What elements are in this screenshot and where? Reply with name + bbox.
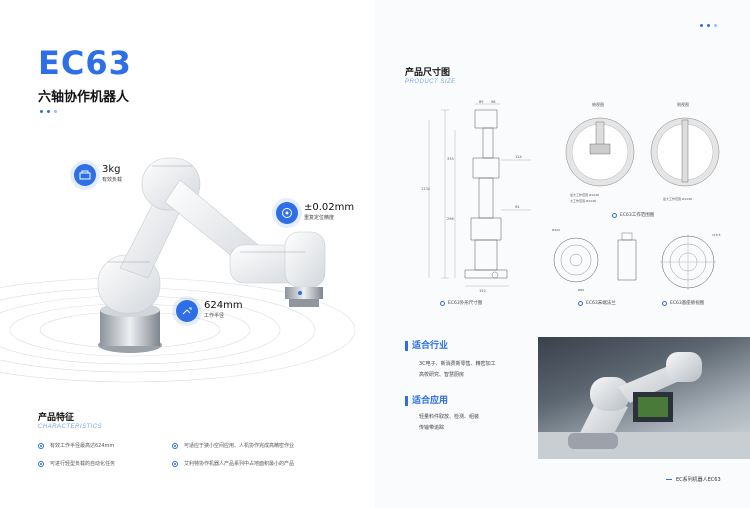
spec-precision-value: ±0.02mm bbox=[304, 202, 355, 213]
dimension-drawing-side: 89 98 335 296 1134 124 94 152 bbox=[421, 100, 531, 293]
svg-text:Ø60: Ø60 bbox=[578, 287, 584, 292]
base-top-view-drawing: 116.5 bbox=[660, 233, 721, 290]
spec-precision-label: 重复定位精度 bbox=[304, 215, 335, 221]
svg-text:124: 124 bbox=[515, 155, 522, 159]
work-range-top-view: 俯视图 最大工作范围 Ø1248 大工作范围 Ø1248 bbox=[565, 101, 635, 203]
feature-item: 可适应于狭小空间应用、人机协作完成高精密作业 bbox=[172, 442, 294, 449]
svg-text:116.5: 116.5 bbox=[712, 233, 721, 237]
product-size-heading: 产品尺寸图 PRODUCT SIZE bbox=[405, 65, 456, 85]
svg-text:最大工作范围 Ø1248: 最大工作范围 Ø1248 bbox=[663, 196, 692, 201]
corner-dots bbox=[700, 24, 717, 27]
reach-icon bbox=[176, 300, 198, 322]
svg-text:94: 94 bbox=[515, 205, 520, 209]
industries-heading: 适合行业 bbox=[405, 338, 533, 351]
applications-heading: 适合应用 bbox=[405, 393, 533, 406]
title-dots bbox=[40, 110, 57, 113]
caption-end-flange: EC63末端法兰 bbox=[578, 300, 616, 306]
svg-text:1134: 1134 bbox=[421, 187, 431, 191]
applications-text: 轻量料件取放、检测、组装 传输带追踪 bbox=[419, 414, 480, 431]
footer-label: EC系列机器人EC63 bbox=[666, 476, 721, 483]
features-subtitle: CHARACTERISTICS bbox=[38, 424, 103, 430]
spec-reach-label: 工作半径 bbox=[204, 313, 225, 319]
caption-work-range: EC63工作范围图 bbox=[612, 212, 654, 218]
robot-arm-illustration bbox=[97, 157, 326, 353]
heading-bar bbox=[405, 395, 408, 406]
svg-text:335: 335 bbox=[447, 157, 454, 161]
bullet-icon bbox=[38, 460, 44, 467]
spec-payload-label: 有效负载 bbox=[102, 177, 123, 183]
product-model: EC63 bbox=[38, 44, 132, 82]
bullet-icon bbox=[172, 442, 178, 449]
industries-text: 3C电子、新消费新零售、精密加工 高校研究、智慧厨房 bbox=[419, 361, 496, 378]
features-section: 产品特征 CHARACTERISTICS bbox=[38, 410, 102, 430]
industry-application-panel: 适合行业 3C电子、新消费新零售、精密加工 高校研究、智慧厨房 适合应用 轻量料… bbox=[405, 338, 533, 460]
payload-icon bbox=[74, 164, 96, 186]
svg-text:俯视图: 俯视图 bbox=[592, 101, 604, 107]
svg-text:Ø100: Ø100 bbox=[552, 227, 560, 232]
svg-text:152: 152 bbox=[479, 289, 486, 293]
feature-item: 可进行轻型负载的自动化任务 bbox=[38, 460, 115, 467]
heading-bar bbox=[405, 340, 408, 351]
svg-text:侧视图: 侧视图 bbox=[677, 101, 689, 107]
features-title: 产品特征 bbox=[38, 413, 75, 423]
product-subtitle: 六轴协作机器人 bbox=[38, 90, 130, 105]
svg-text:296: 296 bbox=[447, 217, 454, 221]
svg-text:89: 89 bbox=[479, 100, 483, 104]
work-range-side-view: 侧视图 最大工作范围 Ø1248 bbox=[650, 101, 720, 201]
feature-item: 有效工作半径最高达624mm bbox=[38, 442, 114, 449]
bullet-icon bbox=[38, 442, 44, 449]
end-flange-drawing: Ø100 Ø60 bbox=[552, 227, 637, 292]
product-size-subtitle: PRODUCT SIZE bbox=[405, 79, 456, 85]
feature-item: 艾利特协作机器人产品系列中占地面积最小的产品 bbox=[172, 460, 294, 467]
bullet-icon bbox=[172, 460, 178, 467]
target-icon bbox=[276, 202, 298, 224]
spec-precision: ±0.02mm 重复定位精度 bbox=[276, 202, 354, 224]
svg-text:98: 98 bbox=[491, 100, 495, 104]
caption-outline: EC63外形尺寸图 bbox=[440, 300, 482, 306]
svg-text:大工作范围 Ø1248: 大工作范围 Ø1248 bbox=[570, 198, 596, 203]
spec-reach: 624mm 工作半径 bbox=[176, 300, 243, 322]
spec-payload-value: 3kg bbox=[102, 164, 121, 175]
application-photo bbox=[538, 337, 750, 459]
svg-text:最大工作范围 Ø1248: 最大工作范围 Ø1248 bbox=[570, 192, 599, 197]
caption-base-top-view: EC63基座俯视图 bbox=[662, 300, 704, 306]
product-size-title: 产品尺寸图 bbox=[405, 68, 451, 78]
spec-reach-value: 624mm bbox=[204, 300, 243, 311]
spec-payload: 3kg 有效负载 bbox=[74, 164, 122, 186]
